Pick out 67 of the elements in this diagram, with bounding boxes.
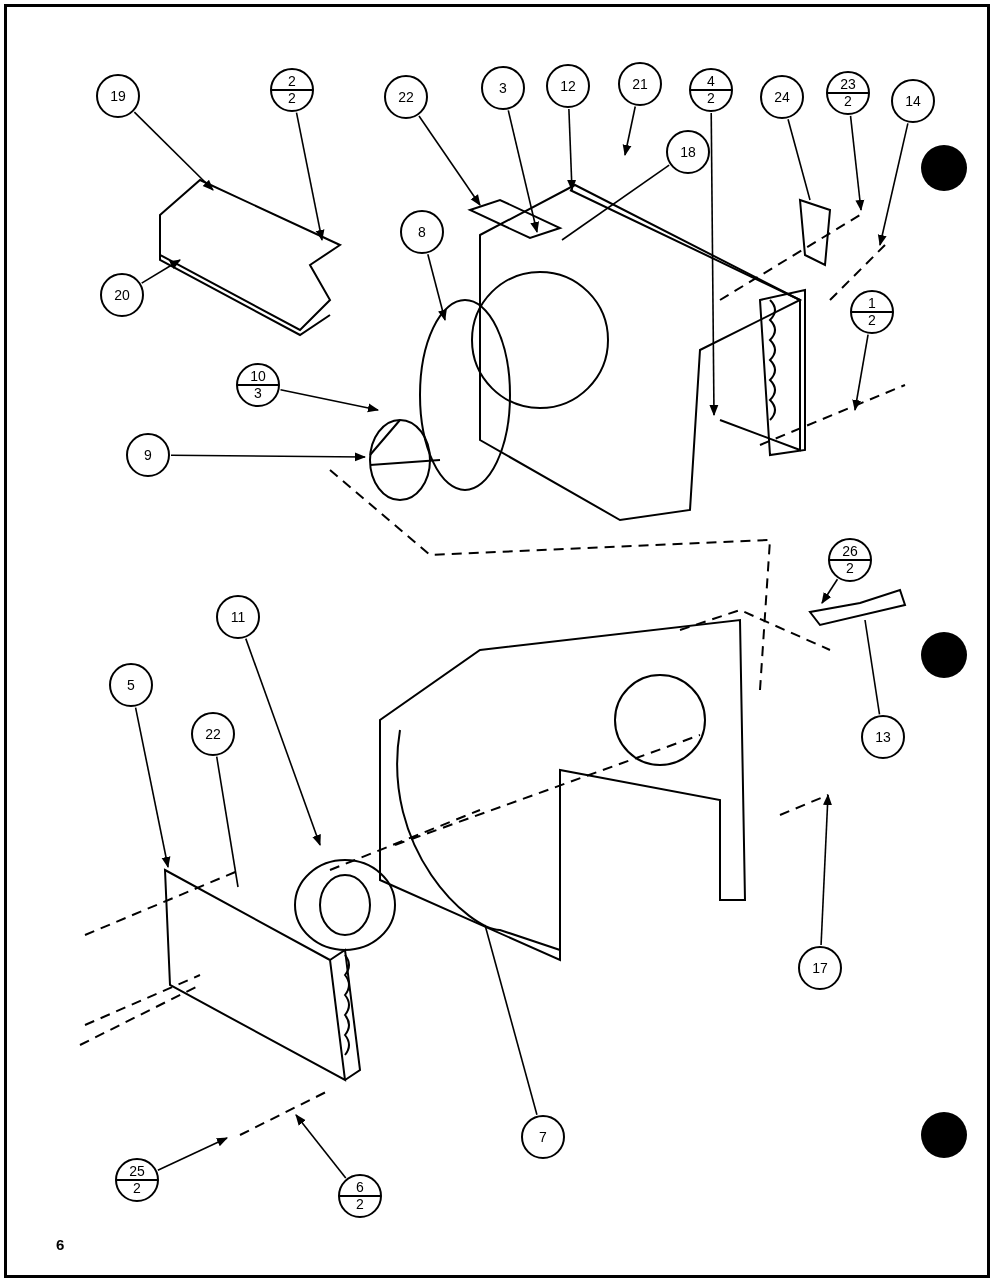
leader-line	[484, 924, 538, 1116]
leader-line	[622, 105, 637, 157]
callout-number: 18	[666, 130, 710, 174]
callout-number: 7	[521, 1115, 565, 1159]
callout-number: 2	[133, 1181, 141, 1196]
leader-line	[133, 111, 214, 191]
leader-line	[134, 706, 171, 869]
callout-number: 3	[254, 386, 262, 401]
callout-number: 2	[846, 561, 854, 576]
leader-line	[864, 619, 881, 716]
leader-line	[820, 793, 832, 946]
callout-number: 2	[844, 94, 852, 109]
callout-number: 25	[129, 1164, 145, 1179]
callout-bubble	[850, 290, 894, 334]
callout-number: 2	[288, 91, 296, 106]
leader-line	[849, 115, 865, 212]
callout-number: 20	[100, 273, 144, 317]
leader-line	[170, 452, 367, 462]
callout-number: 14	[891, 79, 935, 123]
callout-number: 26	[842, 544, 858, 559]
leader-line	[852, 333, 869, 412]
callout-number: 3	[481, 66, 525, 110]
page-number: 6	[56, 1236, 65, 1253]
leader-line	[709, 112, 719, 417]
callout-number: 2	[707, 91, 715, 106]
leader-line	[877, 122, 909, 247]
callout-number: 23	[840, 77, 856, 92]
leader-line	[418, 115, 481, 206]
leader-line	[787, 118, 811, 201]
callout-number: 19	[96, 74, 140, 118]
callout-number: 2	[868, 313, 876, 328]
callout-number: 10	[250, 369, 266, 384]
callout-bubble	[826, 71, 870, 115]
callout-number: 13	[861, 715, 905, 759]
callout-bubble	[270, 68, 314, 112]
callout-number: 22	[191, 712, 235, 756]
callout-number: 22	[384, 75, 428, 119]
callout-bubble	[236, 363, 280, 407]
leader-line	[427, 253, 447, 322]
callout-number: 6	[356, 1180, 364, 1195]
callout-number: 21	[618, 62, 662, 106]
leader-line	[140, 259, 181, 284]
callout-number: 12	[546, 64, 590, 108]
callout-bubble	[689, 68, 733, 112]
leader-line	[295, 1114, 347, 1179]
callout-number: 11	[216, 595, 260, 639]
callout-number: 5	[109, 663, 153, 707]
leader-line	[245, 637, 321, 847]
callout-number: 8	[400, 210, 444, 254]
callout-number: 1	[868, 296, 876, 311]
leader-line	[295, 111, 325, 242]
callout-bubble	[115, 1158, 159, 1202]
callout-number: 4	[707, 74, 715, 89]
leader-line	[567, 108, 577, 192]
leader-line	[279, 388, 380, 413]
callout-number: 9	[126, 433, 170, 477]
callout-bubble	[338, 1174, 382, 1218]
callout-bubble	[828, 538, 872, 582]
leader-line	[215, 755, 239, 888]
callout-number: 24	[760, 75, 804, 119]
callout-number: 2	[288, 74, 296, 89]
leader-line	[821, 578, 839, 604]
leader-line	[157, 1137, 228, 1172]
callout-number: 17	[798, 946, 842, 990]
leader-line	[561, 164, 670, 241]
leader-line	[507, 109, 540, 234]
callout-number: 2	[356, 1197, 364, 1212]
